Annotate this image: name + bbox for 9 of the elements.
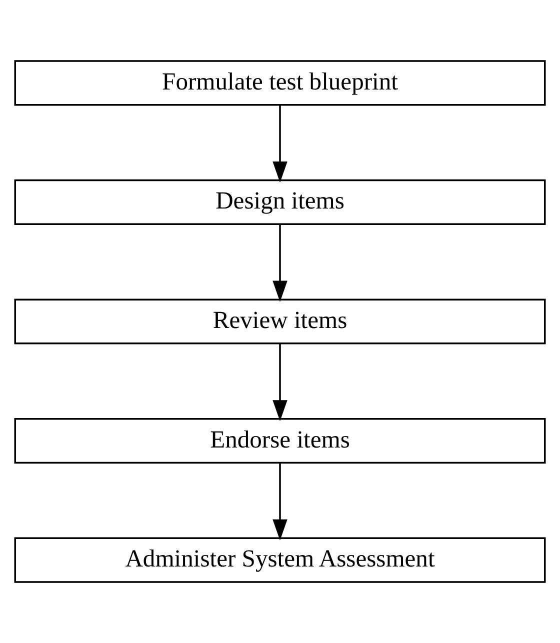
arrow bbox=[272, 105, 288, 183]
node-box: Formulate test blueprint bbox=[14, 60, 546, 106]
node-box: Administer System Assessment bbox=[14, 537, 546, 583]
node-box: Endorse items bbox=[14, 418, 546, 464]
arrow bbox=[272, 463, 288, 540]
node-box: Design items bbox=[14, 179, 546, 226]
arrow bbox=[272, 344, 288, 422]
node-box: Review items bbox=[14, 298, 546, 344]
arrow bbox=[272, 224, 288, 302]
